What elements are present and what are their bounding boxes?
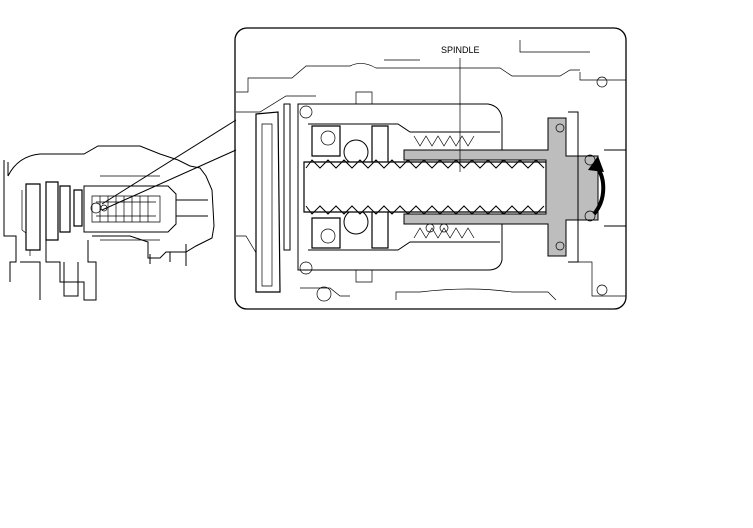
- zoom-callout-lines: [101, 119, 237, 211]
- callout-spindle: SPINDLE: [441, 45, 480, 55]
- overview-caliper-section: [3, 145, 215, 301]
- detail-panel: [234, 27, 627, 310]
